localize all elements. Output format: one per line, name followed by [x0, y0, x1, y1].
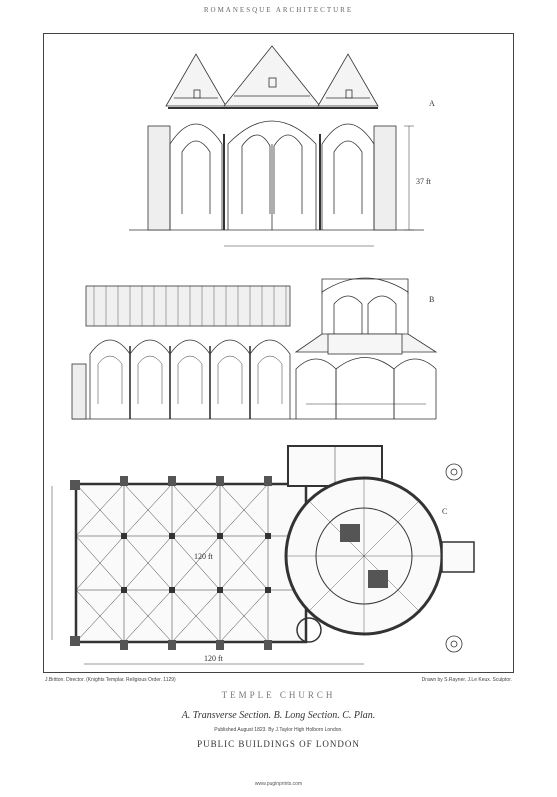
website-link[interactable]: www.puginprints.com: [254, 781, 303, 787]
label-a: A: [429, 99, 435, 108]
rosette-ornament: [445, 463, 463, 653]
transverse-section: [129, 45, 424, 247]
publication-line: Published August 1823. By J.Taylor High …: [214, 727, 343, 733]
plate-frame: A B C 37 ft 120 ft 120 ft: [43, 33, 514, 673]
credit-director: J.Britton. Director. (Knights Templar. R…: [45, 677, 176, 683]
label-b: B: [429, 295, 434, 304]
architectural-drawing: A B C 37 ft 120 ft 120 ft: [51, 45, 475, 665]
label-c: C: [442, 507, 447, 516]
dim-plan-length: 120 ft: [204, 654, 224, 663]
dim-section-height: 37 ft: [416, 177, 432, 186]
plate-header: ROMANESQUE ARCHITECTURE: [203, 6, 354, 14]
long-section: [71, 277, 438, 420]
series-title: PUBLIC BUILDINGS OF LONDON: [197, 739, 360, 749]
plate-title: TEMPLE CHURCH: [221, 690, 336, 700]
credit-engraver: Drawn by S.Rayner. J.Le Keux. Sculptor.: [421, 677, 512, 683]
ground-plan: [51, 445, 475, 665]
dim-plan-width: 120 ft: [194, 552, 214, 561]
plate-subtitle: A. Transverse Section. B. Long Section. …: [181, 710, 376, 721]
